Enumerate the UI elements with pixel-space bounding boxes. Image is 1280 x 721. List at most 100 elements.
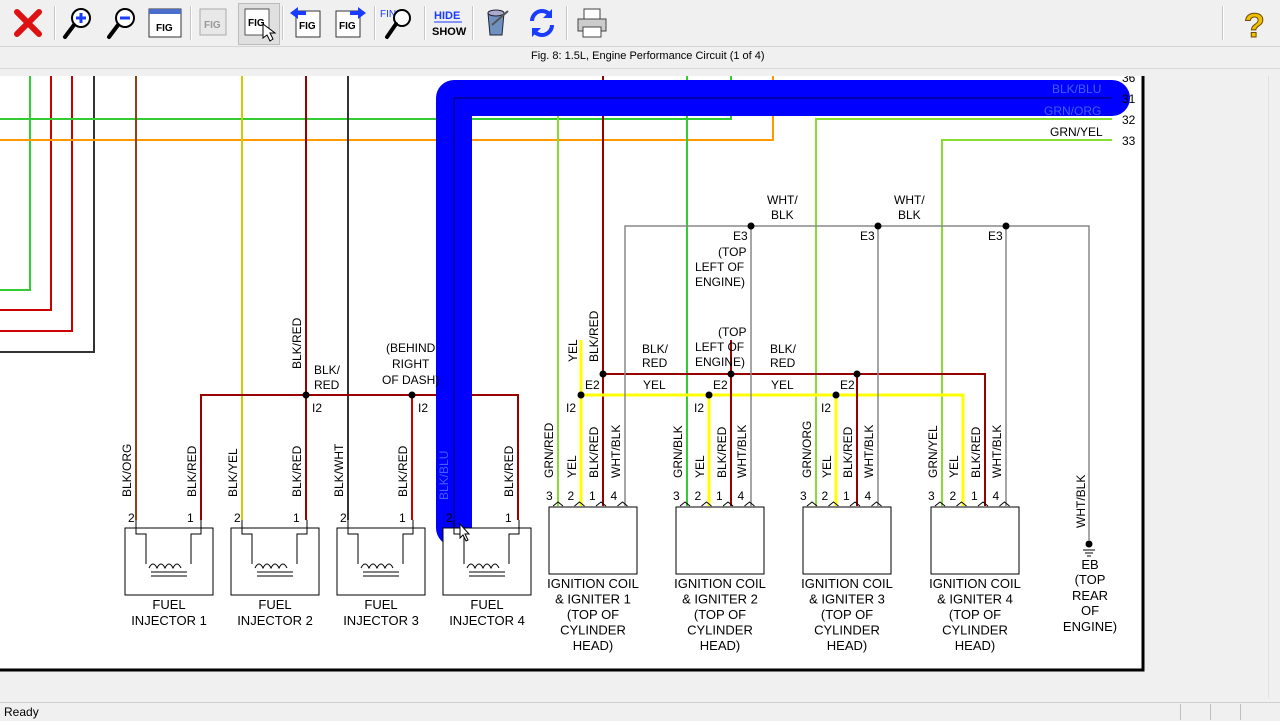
svg-text:E2: E2 bbox=[840, 378, 855, 392]
svg-text:1: 1 bbox=[399, 511, 406, 525]
ignition-coil-1: 3214IGNITION COIL& IGNITER 1(TOP OFCYLIN… bbox=[546, 489, 639, 653]
svg-text:YEL: YEL bbox=[771, 378, 794, 392]
printer-icon bbox=[574, 5, 610, 41]
svg-text:FIG: FIG bbox=[204, 20, 221, 31]
refresh-button[interactable] bbox=[522, 3, 562, 43]
svg-text:33: 33 bbox=[1122, 134, 1136, 148]
svg-text:BLK/: BLK/ bbox=[642, 342, 669, 356]
svg-text:REAR: REAR bbox=[1072, 588, 1108, 603]
svg-text:BLK/RED: BLK/RED bbox=[396, 445, 410, 497]
figure-disabled-icon: FIG bbox=[196, 5, 232, 41]
svg-text:RIGHT: RIGHT bbox=[392, 357, 430, 371]
svg-text:FUEL: FUEL bbox=[152, 597, 185, 612]
svg-text:I2: I2 bbox=[694, 401, 704, 415]
next-figure-button[interactable]: FIG bbox=[330, 3, 370, 43]
hide-show-button[interactable]: HIDESHOW bbox=[428, 3, 468, 43]
svg-text:BLK/: BLK/ bbox=[314, 363, 341, 377]
svg-text:YEL: YEL bbox=[947, 455, 961, 478]
zoom-out-icon bbox=[104, 5, 140, 41]
svg-text:2: 2 bbox=[340, 511, 347, 525]
svg-text:CYLINDER: CYLINDER bbox=[560, 623, 626, 638]
svg-text:WHT/: WHT/ bbox=[894, 193, 925, 207]
svg-text:BLK/: BLK/ bbox=[770, 342, 797, 356]
svg-text:3: 3 bbox=[800, 489, 807, 503]
svg-text:2: 2 bbox=[128, 511, 135, 525]
fig-button-1[interactable]: FIG bbox=[194, 3, 234, 43]
svg-text:BLK: BLK bbox=[771, 208, 794, 222]
svg-text:2: 2 bbox=[822, 489, 829, 503]
help-button[interactable]: ? bbox=[1234, 3, 1274, 43]
svg-text:BLK/RED: BLK/RED bbox=[715, 426, 729, 478]
svg-text:& IGNITER 1: & IGNITER 1 bbox=[555, 592, 631, 607]
svg-text:& IGNITER 2: & IGNITER 2 bbox=[682, 592, 758, 607]
close-icon bbox=[11, 6, 45, 40]
svg-text:YEL: YEL bbox=[566, 339, 580, 362]
svg-text:YEL: YEL bbox=[693, 455, 707, 478]
svg-text:YEL: YEL bbox=[565, 455, 579, 478]
svg-text:(BEHIND: (BEHIND bbox=[386, 341, 436, 355]
svg-text:4: 4 bbox=[865, 489, 872, 503]
svg-text:31: 31 bbox=[1122, 92, 1136, 106]
find-icon: FIND bbox=[378, 5, 418, 41]
fit-figure-button[interactable]: FIG bbox=[145, 3, 185, 43]
svg-text:INJECTOR 2: INJECTOR 2 bbox=[237, 613, 313, 628]
svg-text:32: 32 bbox=[1122, 113, 1136, 127]
svg-text:GRN/YEL: GRN/YEL bbox=[926, 425, 940, 478]
zoom-in-button[interactable] bbox=[58, 3, 98, 43]
svg-text:GRN/BLK: GRN/BLK bbox=[671, 425, 685, 478]
fig-select-button[interactable]: FIG bbox=[238, 3, 280, 45]
svg-text:BLK: BLK bbox=[898, 208, 921, 222]
svg-text:4: 4 bbox=[993, 489, 1000, 503]
color-button[interactable] bbox=[476, 3, 516, 43]
svg-text:& IGNITER 4: & IGNITER 4 bbox=[937, 592, 1013, 607]
find-button[interactable]: FIND bbox=[378, 3, 418, 43]
svg-text:2: 2 bbox=[234, 511, 241, 525]
previous-figure-icon: FIG bbox=[288, 5, 324, 41]
svg-text:HEAD): HEAD) bbox=[827, 638, 867, 653]
svg-text:IGNITION COIL: IGNITION COIL bbox=[801, 576, 893, 591]
svg-text:IGNITION COIL: IGNITION COIL bbox=[929, 576, 1021, 591]
svg-text:(TOP OF: (TOP OF bbox=[567, 607, 619, 622]
svg-text:OF DASH): OF DASH) bbox=[382, 373, 439, 387]
zoom-out-button[interactable] bbox=[102, 3, 142, 43]
svg-text:WHT/BLK: WHT/BLK bbox=[735, 425, 749, 478]
svg-text:BLK/YEL: BLK/YEL bbox=[226, 448, 240, 497]
svg-text:?: ? bbox=[1244, 7, 1265, 41]
print-button[interactable] bbox=[572, 3, 612, 43]
svg-text:LEFT OF: LEFT OF bbox=[695, 340, 744, 354]
refresh-icon bbox=[524, 5, 560, 41]
vertical-scrollbar[interactable] bbox=[1268, 76, 1280, 698]
svg-text:BLK/BLU: BLK/BLU bbox=[1052, 82, 1101, 96]
svg-text:LEFT OF: LEFT OF bbox=[695, 260, 744, 274]
svg-text:I2: I2 bbox=[418, 401, 428, 415]
close-button[interactable] bbox=[8, 3, 48, 43]
svg-text:FUEL: FUEL bbox=[364, 597, 397, 612]
svg-text:YEL: YEL bbox=[643, 378, 666, 392]
svg-text:ENGINE): ENGINE) bbox=[1063, 619, 1117, 634]
svg-text:ENGINE): ENGINE) bbox=[695, 275, 745, 289]
svg-text:GRN/ORG: GRN/ORG bbox=[800, 421, 814, 478]
svg-text:1: 1 bbox=[716, 489, 723, 503]
svg-text:INJECTOR 4: INJECTOR 4 bbox=[449, 613, 525, 628]
svg-text:2: 2 bbox=[695, 489, 702, 503]
previous-figure-button[interactable]: FIG bbox=[286, 3, 326, 43]
svg-text:FUEL: FUEL bbox=[470, 597, 503, 612]
svg-text:3: 3 bbox=[928, 489, 935, 503]
hide-show-icon: HIDESHOW bbox=[428, 5, 468, 41]
svg-text:I2: I2 bbox=[566, 401, 576, 415]
svg-text:HEAD): HEAD) bbox=[573, 638, 613, 653]
svg-text:FUEL: FUEL bbox=[258, 597, 291, 612]
svg-text:(TOP OF: (TOP OF bbox=[821, 607, 873, 622]
help-question-icon: ? bbox=[1236, 5, 1272, 41]
wiring-diagram[interactable]: BLK/BLU GRN/ORG BLK/BLU 36 31 32 33 GRN/… bbox=[0, 76, 1268, 698]
svg-text:1: 1 bbox=[971, 489, 978, 503]
svg-text:4: 4 bbox=[738, 489, 745, 503]
svg-text:E3: E3 bbox=[988, 229, 1003, 243]
svg-text:HEAD): HEAD) bbox=[700, 638, 740, 653]
diagram-viewport[interactable]: BLK/BLU GRN/ORG BLK/BLU 36 31 32 33 GRN/… bbox=[0, 76, 1268, 698]
svg-text:GRN/ORG: GRN/ORG bbox=[1044, 104, 1101, 118]
svg-text:GRN/YEL: GRN/YEL bbox=[1050, 125, 1103, 139]
svg-text:WHT/BLK: WHT/BLK bbox=[990, 425, 1004, 478]
figure-select-icon: FIG bbox=[241, 6, 277, 42]
svg-text:BLK/WHT: BLK/WHT bbox=[332, 443, 346, 497]
